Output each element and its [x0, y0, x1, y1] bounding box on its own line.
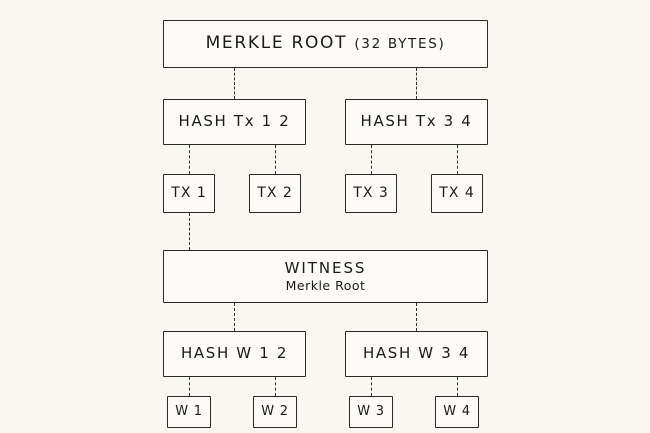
merkle-root-box: MERKLE ROOT (32 BYTES) — [163, 20, 488, 68]
witness-title: WITNESS — [284, 258, 367, 277]
merkle-root-label-bytes: (32 BYTES) — [354, 36, 446, 53]
merkle-root-label: MERKLE ROOT (32 BYTES) — [205, 33, 446, 54]
w-3-label: W 3 — [357, 403, 385, 419]
hash-tx-12-label: HASH Tx 1 2 — [178, 112, 291, 131]
w-3-box: W 3 — [349, 396, 393, 428]
connector-hash-w-34-to-w-4 — [457, 377, 458, 396]
hash-tx-34-box: HASH Tx 3 4 — [345, 99, 488, 145]
connector-hash-w-12-to-w-2 — [275, 377, 276, 396]
tx-2-box: TX 2 — [249, 174, 301, 213]
connector-hash-tx-34-to-tx-4 — [457, 145, 458, 174]
w-4-label: W 4 — [443, 403, 471, 419]
merkle-root-label-main: MERKLE ROOT — [205, 33, 355, 54]
w-2-label: W 2 — [261, 403, 289, 419]
connector-hash-tx-34-to-tx-3 — [371, 145, 372, 174]
hash-tx-12-box: HASH Tx 1 2 — [163, 99, 306, 145]
hash-w-12-label: HASH W 1 2 — [180, 344, 289, 363]
witness-merkle-root-box: WITNESS Merkle Root — [163, 250, 488, 303]
connector-hash-tx-12-to-tx-2 — [275, 145, 276, 174]
connector-witness-to-hash-w-34 — [416, 303, 417, 331]
tx-4-label: TX 4 — [439, 185, 475, 202]
w-4-box: W 4 — [435, 396, 479, 428]
hash-w-12-box: HASH W 1 2 — [163, 331, 306, 377]
hash-w-34-label: HASH W 3 4 — [362, 344, 471, 363]
hash-tx-34-label: HASH Tx 3 4 — [360, 112, 473, 131]
tx-3-box: TX 3 — [345, 174, 397, 213]
hash-w-34-box: HASH W 3 4 — [345, 331, 488, 377]
connector-hash-w-34-to-w-3 — [371, 377, 372, 396]
connector-hash-w-12-to-w-1 — [189, 377, 190, 396]
tx-4-box: TX 4 — [431, 174, 483, 213]
tx-1-box: TX 1 — [163, 174, 215, 213]
connector-hash-tx-12-to-tx-1 — [189, 145, 190, 174]
w-1-label: W 1 — [175, 403, 203, 419]
tx-2-label: TX 2 — [257, 185, 293, 202]
witness-subtitle: Merkle Root — [285, 277, 366, 293]
tx-3-label: TX 3 — [353, 185, 389, 202]
connector-root-to-hash-tx-12 — [234, 68, 235, 99]
w-1-box: W 1 — [167, 396, 211, 428]
w-2-box: W 2 — [253, 396, 297, 428]
tx-1-label: TX 1 — [171, 185, 207, 202]
connector-tx-1-to-witness-root — [189, 213, 190, 250]
connector-witness-to-hash-w-12 — [234, 303, 235, 331]
connector-root-to-hash-tx-34 — [416, 68, 417, 99]
